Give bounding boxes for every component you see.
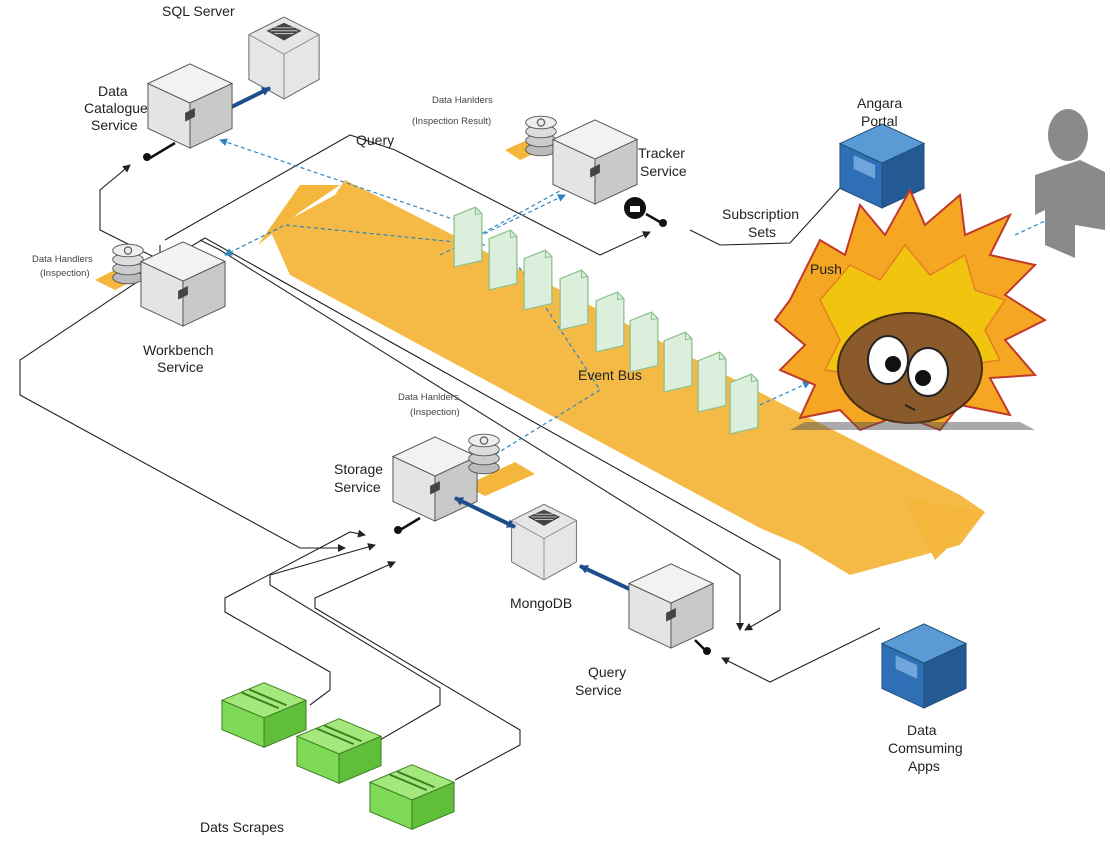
node-label: Catalogue [84, 100, 148, 116]
node-label: Storage [334, 461, 383, 477]
node-label: Data [907, 722, 937, 738]
node-label: Data Hanlders [432, 95, 493, 106]
node-label: Service [91, 117, 138, 133]
server-icon [248, 16, 320, 100]
event-bus-label: Event Bus [578, 367, 642, 383]
node-label: Data Hanlders [398, 392, 459, 403]
node-label: Data Handlers [32, 254, 93, 265]
node-label: Data [98, 83, 128, 99]
event-bus-arrow [258, 178, 985, 575]
push-label: Push [810, 261, 842, 277]
connection-wires [19, 134, 881, 781]
tracker-node: Data Hanlders (Inspection Result) Tracke… [412, 95, 687, 227]
node-label: Apps [908, 758, 940, 774]
node-label: Service [334, 479, 381, 495]
node-label: Tracker [638, 145, 685, 161]
data-scrapes-node: Dats Scrapes [200, 681, 456, 835]
angara-portal-node: Angara Portal [839, 95, 925, 209]
sql-server-node: SQL Server [162, 3, 320, 100]
database-icon [524, 115, 558, 157]
node-label: Service [640, 163, 687, 179]
data-consuming-apps-node: Data Comsuming Apps [881, 623, 967, 774]
key-icon [630, 206, 640, 212]
node-label: Subscription [722, 206, 799, 222]
node-label: Service [575, 682, 622, 698]
node-label: Portal [861, 113, 898, 129]
node-label: Service [157, 359, 204, 375]
mongodb-node: MongoDB [510, 503, 577, 611]
sql-server-label: SQL Server [162, 3, 235, 19]
node-label: (Inspection) [410, 407, 460, 418]
query-service-node: Query Service [575, 563, 714, 698]
storage-node: Data Hanlders (Inspection) Storage Servi… [334, 392, 501, 534]
node-label: Sets [748, 224, 776, 240]
node-label: Workbench [143, 342, 214, 358]
explosion-icon [773, 187, 1048, 432]
node-label: Query [588, 664, 626, 680]
node-label: MongoDB [510, 595, 572, 611]
data-catalogue-node: Data Catalogue Service [84, 63, 233, 161]
workbench-node: Data Handlers (Inspection) Workbench Ser… [32, 241, 226, 375]
query-label: Query [356, 132, 394, 148]
node-label: (Inspection Result) [412, 116, 491, 127]
node-label: Dats Scrapes [200, 819, 284, 835]
node-label: Angara [857, 95, 902, 111]
node-label: (Inspection) [40, 268, 90, 279]
node-label: Comsuming [888, 740, 963, 756]
user-icon [1035, 109, 1105, 258]
